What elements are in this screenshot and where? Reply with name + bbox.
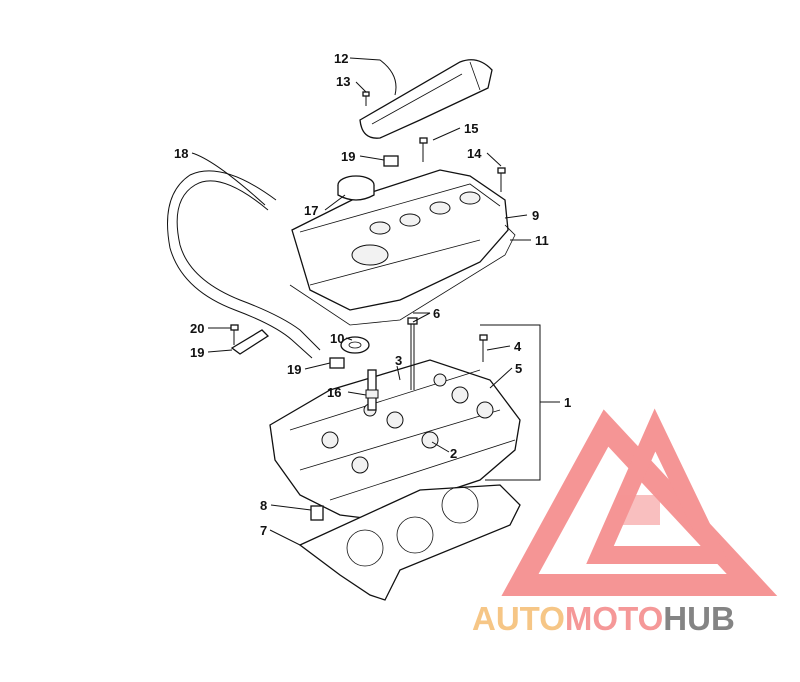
watermark-hub: HUB bbox=[663, 600, 735, 637]
callout-13: 13 bbox=[336, 74, 350, 89]
breather-hose-part bbox=[167, 170, 321, 359]
oil-cap-part bbox=[337, 175, 375, 201]
callout-4: 4 bbox=[514, 339, 522, 354]
callout-20: 19 bbox=[190, 345, 204, 360]
bolt-4-part bbox=[479, 334, 488, 362]
cylinder-head-part bbox=[269, 359, 521, 521]
callout-3: 3 bbox=[395, 353, 402, 368]
callout-7: 7 bbox=[260, 523, 267, 538]
watermark-logo-icon bbox=[501, 408, 778, 596]
callout-21: 20 bbox=[190, 321, 204, 336]
callout-19-lower: 19 bbox=[287, 362, 301, 377]
watermark-text: AUTOMOTOHUB bbox=[472, 600, 735, 637]
callout-15: 15 bbox=[464, 121, 478, 136]
callout-16: 16 bbox=[327, 385, 341, 400]
head-gasket-part bbox=[298, 484, 521, 601]
bolt-15-part bbox=[419, 137, 428, 162]
watermark-auto: AUTO bbox=[472, 600, 565, 637]
callout-12: 12 bbox=[334, 51, 348, 66]
head-bolt-part bbox=[407, 317, 418, 390]
callout-1: 1 bbox=[564, 395, 571, 410]
bolt-21-part bbox=[230, 324, 239, 345]
callout-17: 17 bbox=[304, 203, 318, 218]
leader-lines bbox=[191, 57, 531, 546]
callout-9: 9 bbox=[532, 208, 539, 223]
clamp-19-lower-part bbox=[329, 357, 345, 369]
grommet-10-part bbox=[340, 336, 370, 354]
cover-trim-part bbox=[359, 59, 493, 139]
bolt-14-part bbox=[497, 167, 506, 192]
callout-8: 8 bbox=[260, 498, 267, 513]
bolt-13-part bbox=[362, 91, 370, 106]
callout-6: 6 bbox=[433, 306, 440, 321]
callout-11: 11 bbox=[535, 233, 549, 248]
callout-10: 10 bbox=[330, 331, 344, 346]
cover-gasket-part bbox=[289, 224, 516, 326]
valve-cover-part bbox=[291, 169, 509, 311]
callout-14: 14 bbox=[467, 146, 482, 161]
callout-labels: 12 13 15 14 18 19 17 9 11 6 20 10 4 19 3… bbox=[174, 51, 571, 538]
callout-18: 18 bbox=[174, 146, 188, 161]
callout-19-upper: 19 bbox=[341, 149, 355, 164]
callout-2: 2 bbox=[450, 446, 457, 461]
watermark-moto: MOTO bbox=[565, 600, 663, 637]
clamp-19-upper-part bbox=[383, 155, 399, 167]
callout-5: 5 bbox=[515, 361, 522, 376]
dowel-pin-part bbox=[310, 505, 324, 521]
bracket-20-part bbox=[230, 329, 270, 355]
spark-plug-part bbox=[365, 369, 379, 411]
